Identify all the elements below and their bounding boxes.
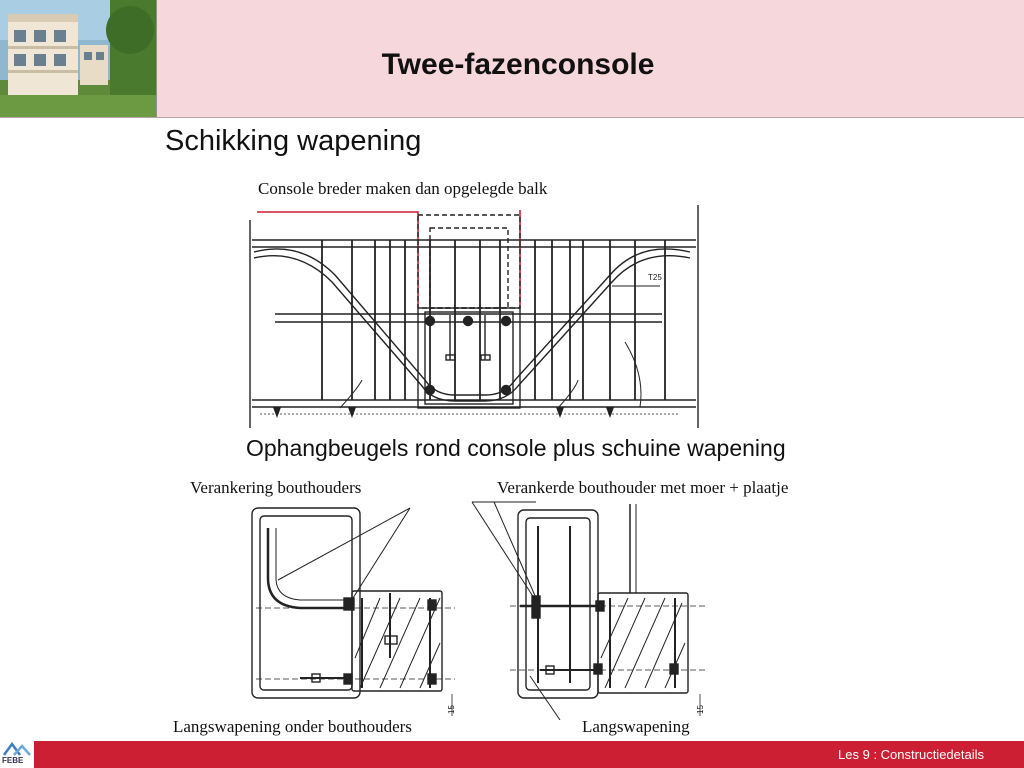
bolt-anchorage-drawing: 15 [251, 507, 456, 716]
febe-logo: FEBE [0, 741, 34, 768]
header-band: Twee-fazenconsole [0, 0, 1024, 118]
bolt-nut-plate-drawing: 15 [471, 501, 705, 720]
dim-15-left: 15 [447, 705, 456, 714]
building-photo [0, 0, 157, 117]
footer-bar: Les 9 : Constructiedetails [0, 741, 1024, 768]
dim-15-right: 15 [696, 705, 705, 714]
course-label: Les 9 : Constructiedetails [838, 747, 984, 762]
label-right-bottom: Langswapening [582, 717, 690, 736]
label-left-bottom: Langswapening onder bouthouders [173, 717, 412, 736]
top-note: Console breder maken dan opgelegde balk [258, 179, 548, 198]
slide-title: Twee-fazenconsole [381, 48, 655, 81]
section-subtitle: Schikking wapening [165, 125, 422, 157]
middle-caption: Ophangbeugels rond console plus schuine … [246, 435, 786, 461]
logo-text: FEBE [2, 756, 24, 765]
t25-label: T25 [648, 273, 662, 282]
label-left-top: Verankering bouthouders [190, 478, 362, 497]
console-reinforcement-drawing: T25 [249, 205, 699, 428]
label-right-top: Verankerde bouthouder met moer + plaatje [497, 478, 789, 497]
